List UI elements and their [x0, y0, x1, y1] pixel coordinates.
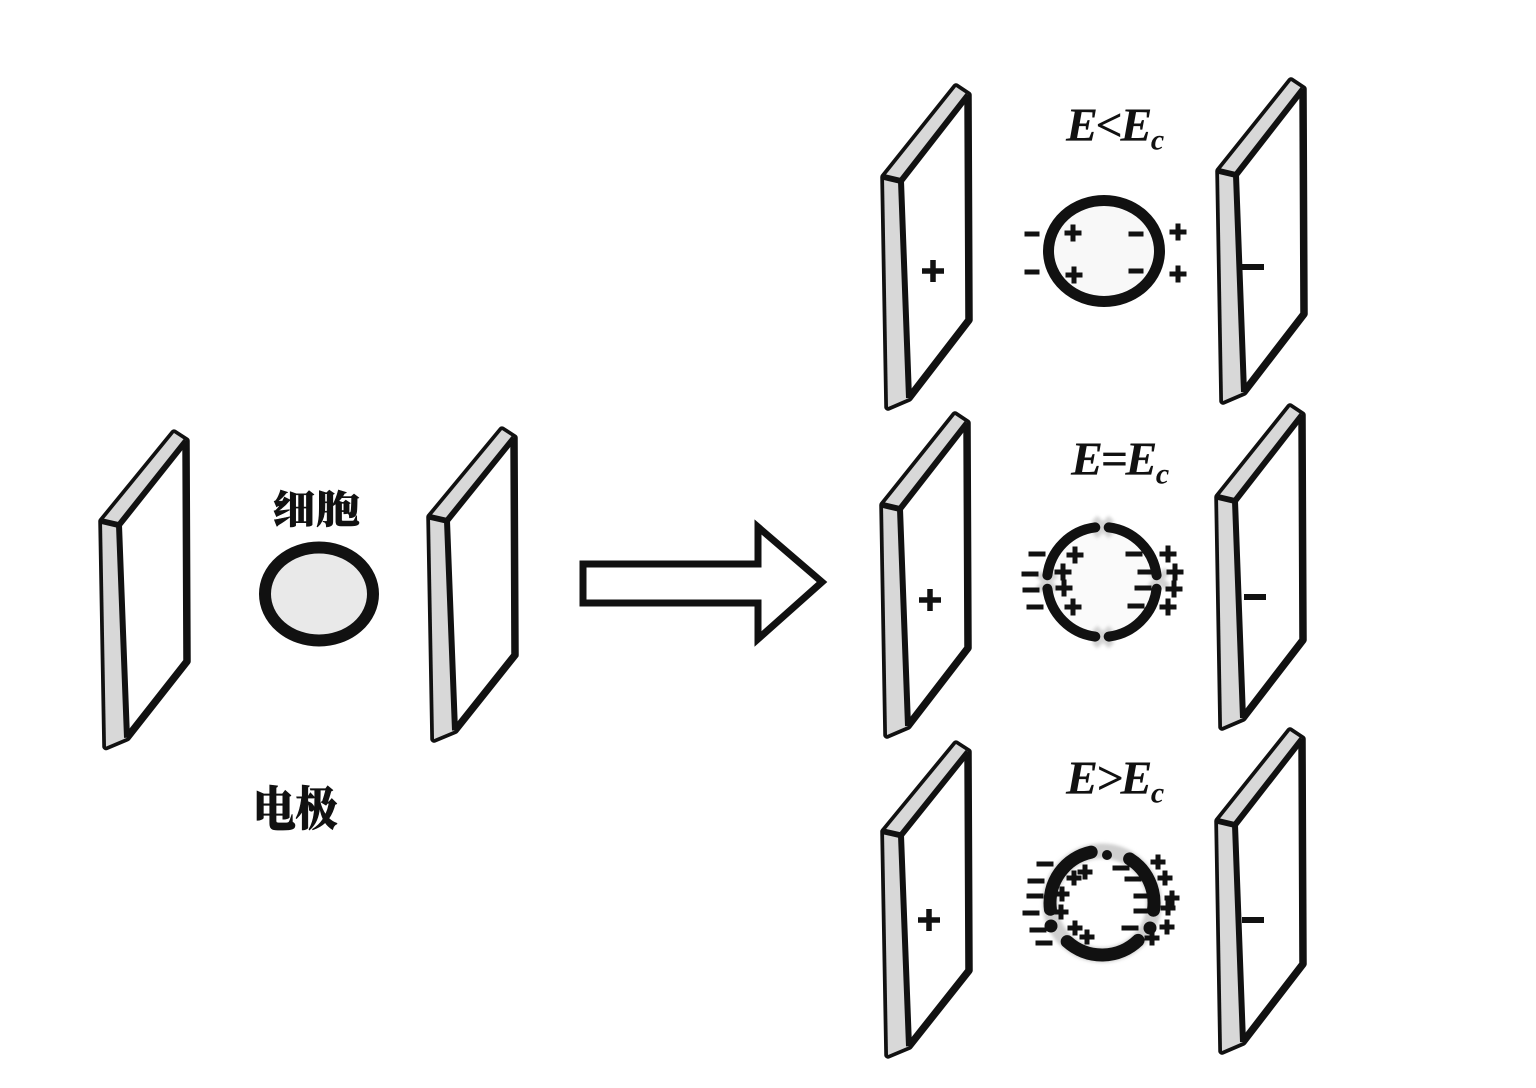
svg-text:E<Ec: E<Ec: [1065, 99, 1164, 157]
svg-text:E>Ec: E>Ec: [1065, 752, 1164, 810]
svg-text:E=Ec: E=Ec: [1070, 433, 1169, 491]
